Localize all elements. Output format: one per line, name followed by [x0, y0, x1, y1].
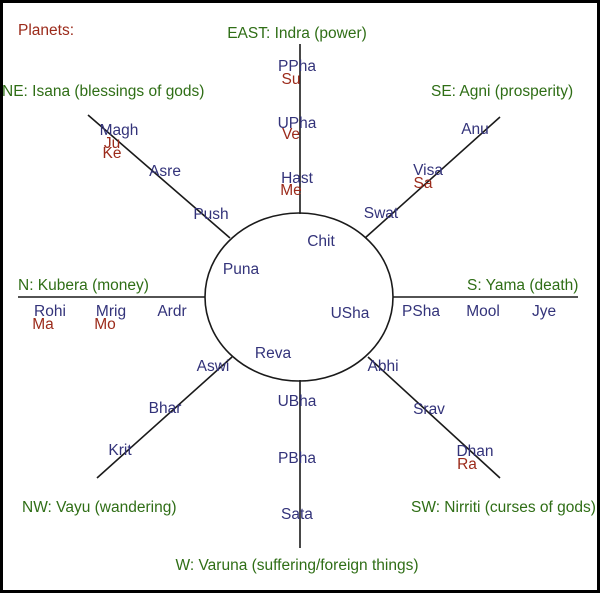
nakshatra-pbha: PBha: [278, 450, 316, 467]
planet-me: Me: [280, 182, 302, 199]
planet-ma: Ma: [32, 316, 54, 333]
planet-ke: Ke: [103, 145, 122, 162]
direction-north: N: Kubera (money): [18, 277, 149, 294]
nakshatra-krit: Krit: [108, 442, 132, 459]
nakshatra-bhar: Bhar: [149, 400, 182, 417]
planet-ve: Ve: [282, 126, 300, 143]
nakshatra-abhi: Abhi: [367, 358, 398, 375]
nakshatra-mool: Mool: [466, 303, 500, 320]
nakshatra-push: Push: [193, 206, 228, 223]
nakshatra-dhan: Dhan: [456, 443, 493, 460]
direction-northeast: NE: Isana (blessings of gods): [2, 83, 204, 100]
direction-southwest: SW: Nirriti (curses of gods): [411, 499, 596, 516]
nakshatra-mrig: Mrig: [96, 303, 126, 320]
planets-heading: Planets:: [18, 22, 74, 39]
nakshatra-chit: Chit: [307, 233, 335, 250]
nakshatra-swat: Swat: [364, 205, 399, 222]
nakshatra-reva: Reva: [255, 345, 292, 362]
direction-west: W: Varuna (suffering/foreign things): [176, 557, 419, 574]
nakshatra-aswi: Aswi: [197, 358, 230, 375]
nakshatra-puna: Puna: [223, 261, 260, 278]
nakshatra-ardr: Ardr: [157, 303, 186, 320]
nakshatra-srav: Srav: [413, 401, 445, 418]
axis-diagonal-northeast: [87, 114, 231, 239]
direction-east: EAST: Indra (power): [227, 25, 367, 42]
nakshatra-sata: Sata: [281, 506, 313, 523]
nakshatra-jye: Jye: [532, 303, 556, 320]
nakshatra-ubha: UBha: [278, 393, 317, 410]
nakshatra-asre: Asre: [149, 163, 181, 180]
planet-mo: Mo: [94, 316, 116, 333]
direction-south: S: Yama (death): [467, 277, 578, 294]
axis-diagonal-southwest: [367, 356, 501, 479]
nakshatra-pphal: PPha: [278, 58, 316, 75]
planet-sa: Sa: [414, 175, 433, 192]
axis-diagonal-northwest: [96, 356, 233, 479]
nakshatra-rohi: Rohi: [34, 303, 66, 320]
planet-ra: Ra: [457, 456, 477, 473]
nakshatra-psha: PSha: [402, 303, 440, 320]
nakshatra-magh: Magh: [100, 122, 139, 139]
nakshatra-hast: Hast: [281, 170, 314, 187]
nakshatra-uphal: UPha: [278, 115, 317, 132]
planet-ju: Ju: [104, 135, 120, 152]
nakshatra-visa: Visa: [413, 162, 443, 179]
nakshatra-anu: Anu: [461, 121, 489, 138]
center-circle: [204, 212, 394, 382]
planet-su: Su: [282, 71, 301, 88]
axis-diagonal-southeast: [364, 116, 501, 239]
direction-southeast: SE: Agni (prosperity): [431, 83, 573, 100]
direction-northwest: NW: Vayu (wandering): [22, 499, 177, 516]
nakshatra-usha: USha: [331, 305, 370, 322]
